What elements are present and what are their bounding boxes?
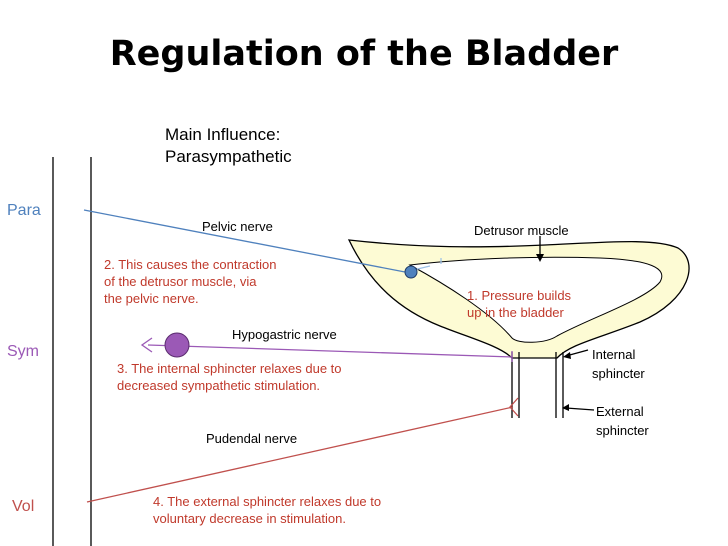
external-sphincter-pointer: [565, 407, 595, 411]
sym-label: Sym: [7, 343, 39, 360]
external-sphincter-line1: External: [596, 404, 644, 419]
step-3-line2: decreased sympathetic stimulation.: [117, 378, 321, 393]
internal-sphincter-line2: sphincter: [592, 366, 645, 381]
page-title: Regulation of the Bladder: [109, 34, 619, 74]
step-1-line1: 1. Pressure builds: [467, 288, 572, 303]
step-1-text: 1. Pressure builds up in the bladder: [467, 287, 571, 321]
bladder-lumen: [408, 256, 663, 343]
step-1-line2: up in the bladder: [467, 305, 564, 320]
step-2-text: 2. This causes the contraction of the de…: [104, 256, 276, 307]
external-sphincter-label: External sphincter: [596, 402, 649, 440]
external-sphincter-arrow-icon: [562, 404, 569, 411]
detrusor-muscle-label: Detrusor muscle: [474, 223, 569, 238]
step-4-line1: 4. The external sphincter relaxes due to: [153, 494, 382, 509]
external-sphincter-line2: sphincter: [596, 423, 649, 438]
step-3-line1: 3. The internal sphincter relaxes due to: [117, 361, 342, 376]
pudendal-nerve-label: Pudendal nerve: [206, 431, 298, 446]
pudendal-chevron-icon: [509, 397, 519, 417]
internal-sphincter-arrow-icon: [563, 352, 571, 359]
internal-sphincter-label: Internal sphincter: [592, 345, 645, 383]
step-4-text: 4. The external sphincter relaxes due to…: [153, 493, 381, 527]
step-2-line2: of the detrusor muscle, via: [104, 274, 257, 289]
para-label: Para: [7, 202, 41, 219]
internal-sphincter-line1: Internal: [592, 347, 636, 362]
main-influence-line2: Parasympathetic: [165, 147, 292, 166]
pudendal-nerve-line: [86, 406, 514, 503]
step-3-text: 3. The internal sphincter relaxes due to…: [117, 360, 342, 394]
vol-label: Vol: [12, 498, 35, 515]
parasympathetic-ganglion: [404, 265, 418, 279]
detrusor-arrow-icon: [536, 254, 544, 262]
pelvic-nerve-line: [83, 209, 406, 273]
sympathetic-chevron-icon: [140, 337, 153, 353]
main-influence-note: Main Influence: Parasympathetic: [165, 124, 292, 168]
main-influence-line1: Main Influence:: [165, 125, 281, 144]
pelvic-nerve-label: Pelvic nerve: [202, 219, 273, 234]
hypogastric-nerve-label: Hypogastric nerve: [232, 327, 337, 342]
step-4-line2: voluntary decrease in stimulation.: [153, 511, 346, 526]
step-2-line3: the pelvic nerve.: [104, 291, 199, 306]
hypogastric-nerve-line: [147, 344, 513, 358]
step-2-line1: 2. This causes the contraction: [104, 257, 277, 272]
sympathetic-ganglion: [164, 332, 190, 358]
